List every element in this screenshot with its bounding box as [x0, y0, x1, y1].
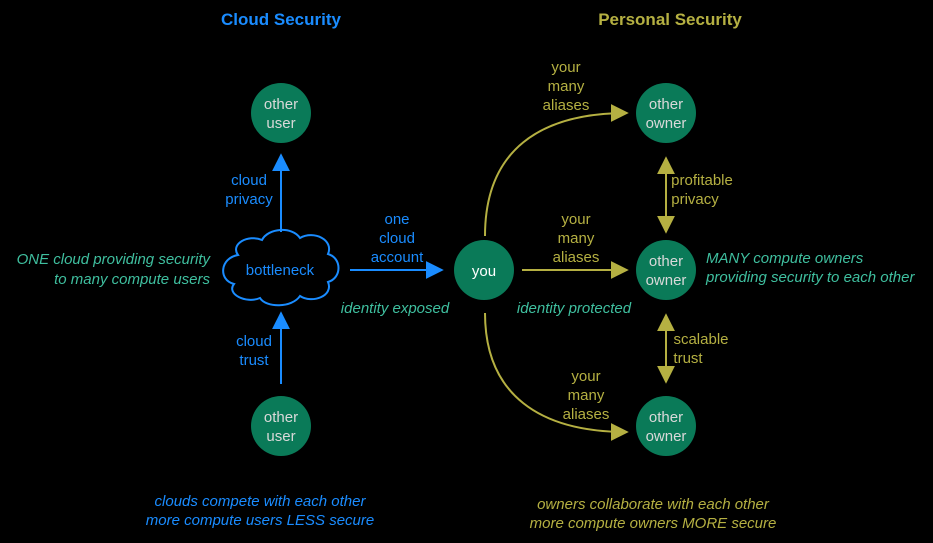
cloud-top-user-line2: user [266, 115, 295, 132]
cloud-top-user-line1: other [264, 96, 298, 113]
personal-footer-line1: owners collaborate with each other [537, 496, 770, 513]
cloud-top-user-node: other user [251, 83, 311, 143]
identity-exposed-label: identity exposed [341, 300, 450, 317]
personal-description-line1: MANY compute owners [706, 250, 864, 267]
alias-middle-line3: aliases [553, 249, 600, 266]
cloud-trust-label-line1: cloud [236, 333, 272, 350]
profitable-privacy-line1: profitable [671, 172, 733, 189]
alias-bottom-line2: many [568, 387, 605, 404]
cloud-bottom-user-node: other user [251, 396, 311, 456]
top-owner-line1: other [649, 96, 683, 113]
alias-middle-line1: your [561, 211, 590, 228]
personal-footer-line2: more compute owners MORE secure [530, 515, 777, 532]
bottom-owner-line2: owner [646, 428, 687, 445]
alias-middle-line2: many [558, 230, 595, 247]
middle-owner-line2: owner [646, 272, 687, 289]
cloud-privacy-label-line1: cloud [231, 172, 267, 189]
alias-top-line2: many [548, 78, 585, 95]
you-label: you [472, 263, 496, 280]
cloud-description-line1: ONE cloud providing security [17, 251, 212, 268]
alias-bottom-line3: aliases [563, 406, 610, 423]
account-label-line1: one [384, 211, 409, 228]
account-label-line3: account [371, 249, 424, 266]
bottom-owner-line1: other [649, 409, 683, 426]
alias-arrow-top [484, 104, 629, 237]
cloud-privacy-label-line2: privacy [225, 191, 273, 208]
alias-bottom-line1: your [571, 368, 600, 385]
cloud-footer-line1: clouds compete with each other [155, 493, 367, 510]
profitable-privacy-line2: privacy [671, 191, 719, 208]
personal-top-owner-node: other owner [636, 83, 696, 143]
cloud-trust-label-line2: trust [239, 352, 269, 369]
you-node: you [454, 240, 514, 300]
cloud-bottom-user-line2: user [266, 428, 295, 445]
alias-top-line1: your [551, 59, 580, 76]
scalable-trust-line2: trust [673, 350, 703, 367]
bottleneck-cloud: bottleneck [222, 229, 340, 307]
cloud-bottom-user-line1: other [264, 409, 298, 426]
bottleneck-label: bottleneck [246, 262, 315, 279]
personal-description-line2: providing security to each other [705, 269, 915, 286]
scalable-trust-line1: scalable [673, 331, 728, 348]
account-label-line2: cloud [379, 230, 415, 247]
cloud-security-title: Cloud Security [221, 10, 342, 29]
identity-protected-label: identity protected [517, 300, 632, 317]
personal-security-title: Personal Security [598, 10, 742, 29]
top-owner-line2: owner [646, 115, 687, 132]
personal-middle-owner-node: other owner [636, 240, 696, 300]
cloud-footer-line2: more compute users LESS secure [146, 512, 374, 529]
personal-bottom-owner-node: other owner [636, 396, 696, 456]
alias-arrow-bottom [484, 312, 629, 441]
middle-owner-line1: other [649, 253, 683, 270]
alias-top-line3: aliases [543, 97, 590, 114]
cloud-description-line2: to many compute users [54, 271, 210, 288]
